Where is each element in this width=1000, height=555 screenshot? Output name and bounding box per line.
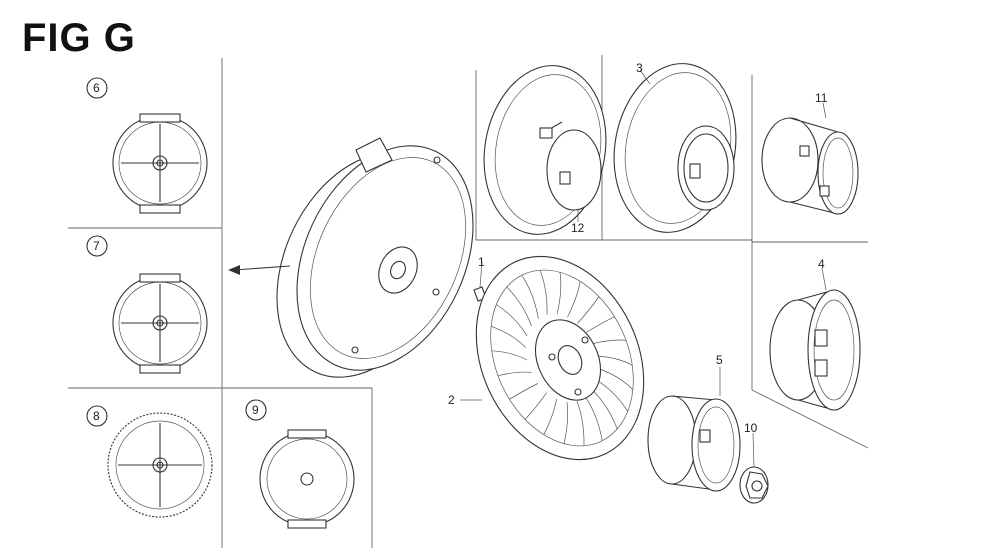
fan-blade — [556, 272, 562, 315]
fan-blade — [563, 401, 569, 444]
ratchet-part-5 — [647, 367, 741, 492]
fan-blade — [509, 383, 539, 400]
fan-blade — [496, 304, 528, 337]
fan-blade — [491, 350, 528, 361]
callout-1: 1 — [478, 255, 485, 269]
callout-11: 11 — [815, 91, 828, 105]
fan-blade — [576, 401, 585, 446]
callout-labels: 1 2 3 4 5 6 7 8 9 10 11 12 — [93, 61, 828, 435]
callout-4: 4 — [818, 257, 825, 271]
cooling-fan-part-2 — [460, 255, 645, 461]
fan-blade — [585, 316, 615, 333]
fan-blade — [567, 281, 581, 318]
fan-blade — [506, 286, 532, 327]
callout-6: 6 — [93, 81, 100, 95]
callout-7: 7 — [93, 239, 100, 253]
hub-part-8-toothed — [86, 405, 213, 518]
fan-blade — [521, 275, 539, 319]
fan-blade — [592, 389, 618, 430]
callout-2: 2 — [448, 393, 455, 407]
panel-frames — [68, 55, 869, 548]
fan-blade — [596, 379, 628, 412]
fan-blade — [543, 398, 557, 435]
fan-blade — [598, 368, 634, 390]
fan-blade — [585, 397, 603, 441]
fan-blade — [596, 355, 633, 366]
hub-part-9 — [245, 399, 355, 529]
fan-blade — [524, 392, 547, 420]
fan-blade — [539, 270, 548, 315]
hub-part-6 — [86, 77, 208, 214]
flywheel — [276, 137, 474, 378]
starter-cup-part-3 — [613, 63, 737, 233]
figure-title: FIG G — [22, 16, 136, 60]
fan-blade — [490, 325, 526, 348]
hub-part-7 — [86, 235, 208, 374]
sleeve-part-11 — [761, 102, 859, 215]
fan-blade — [592, 339, 627, 344]
callout-3: 3 — [636, 61, 643, 75]
ratchet-cup-part-4 — [769, 267, 861, 411]
flange-nut-part-10 — [739, 432, 769, 504]
callout-10: 10 — [744, 421, 758, 435]
fan-blade — [577, 296, 600, 324]
callout-8: 8 — [93, 409, 100, 423]
fan-blade — [497, 371, 532, 377]
starter-cup-part-12 — [483, 65, 607, 235]
callout-12: 12 — [571, 221, 585, 235]
callout-9: 9 — [252, 403, 259, 417]
callout-5: 5 — [716, 353, 723, 367]
